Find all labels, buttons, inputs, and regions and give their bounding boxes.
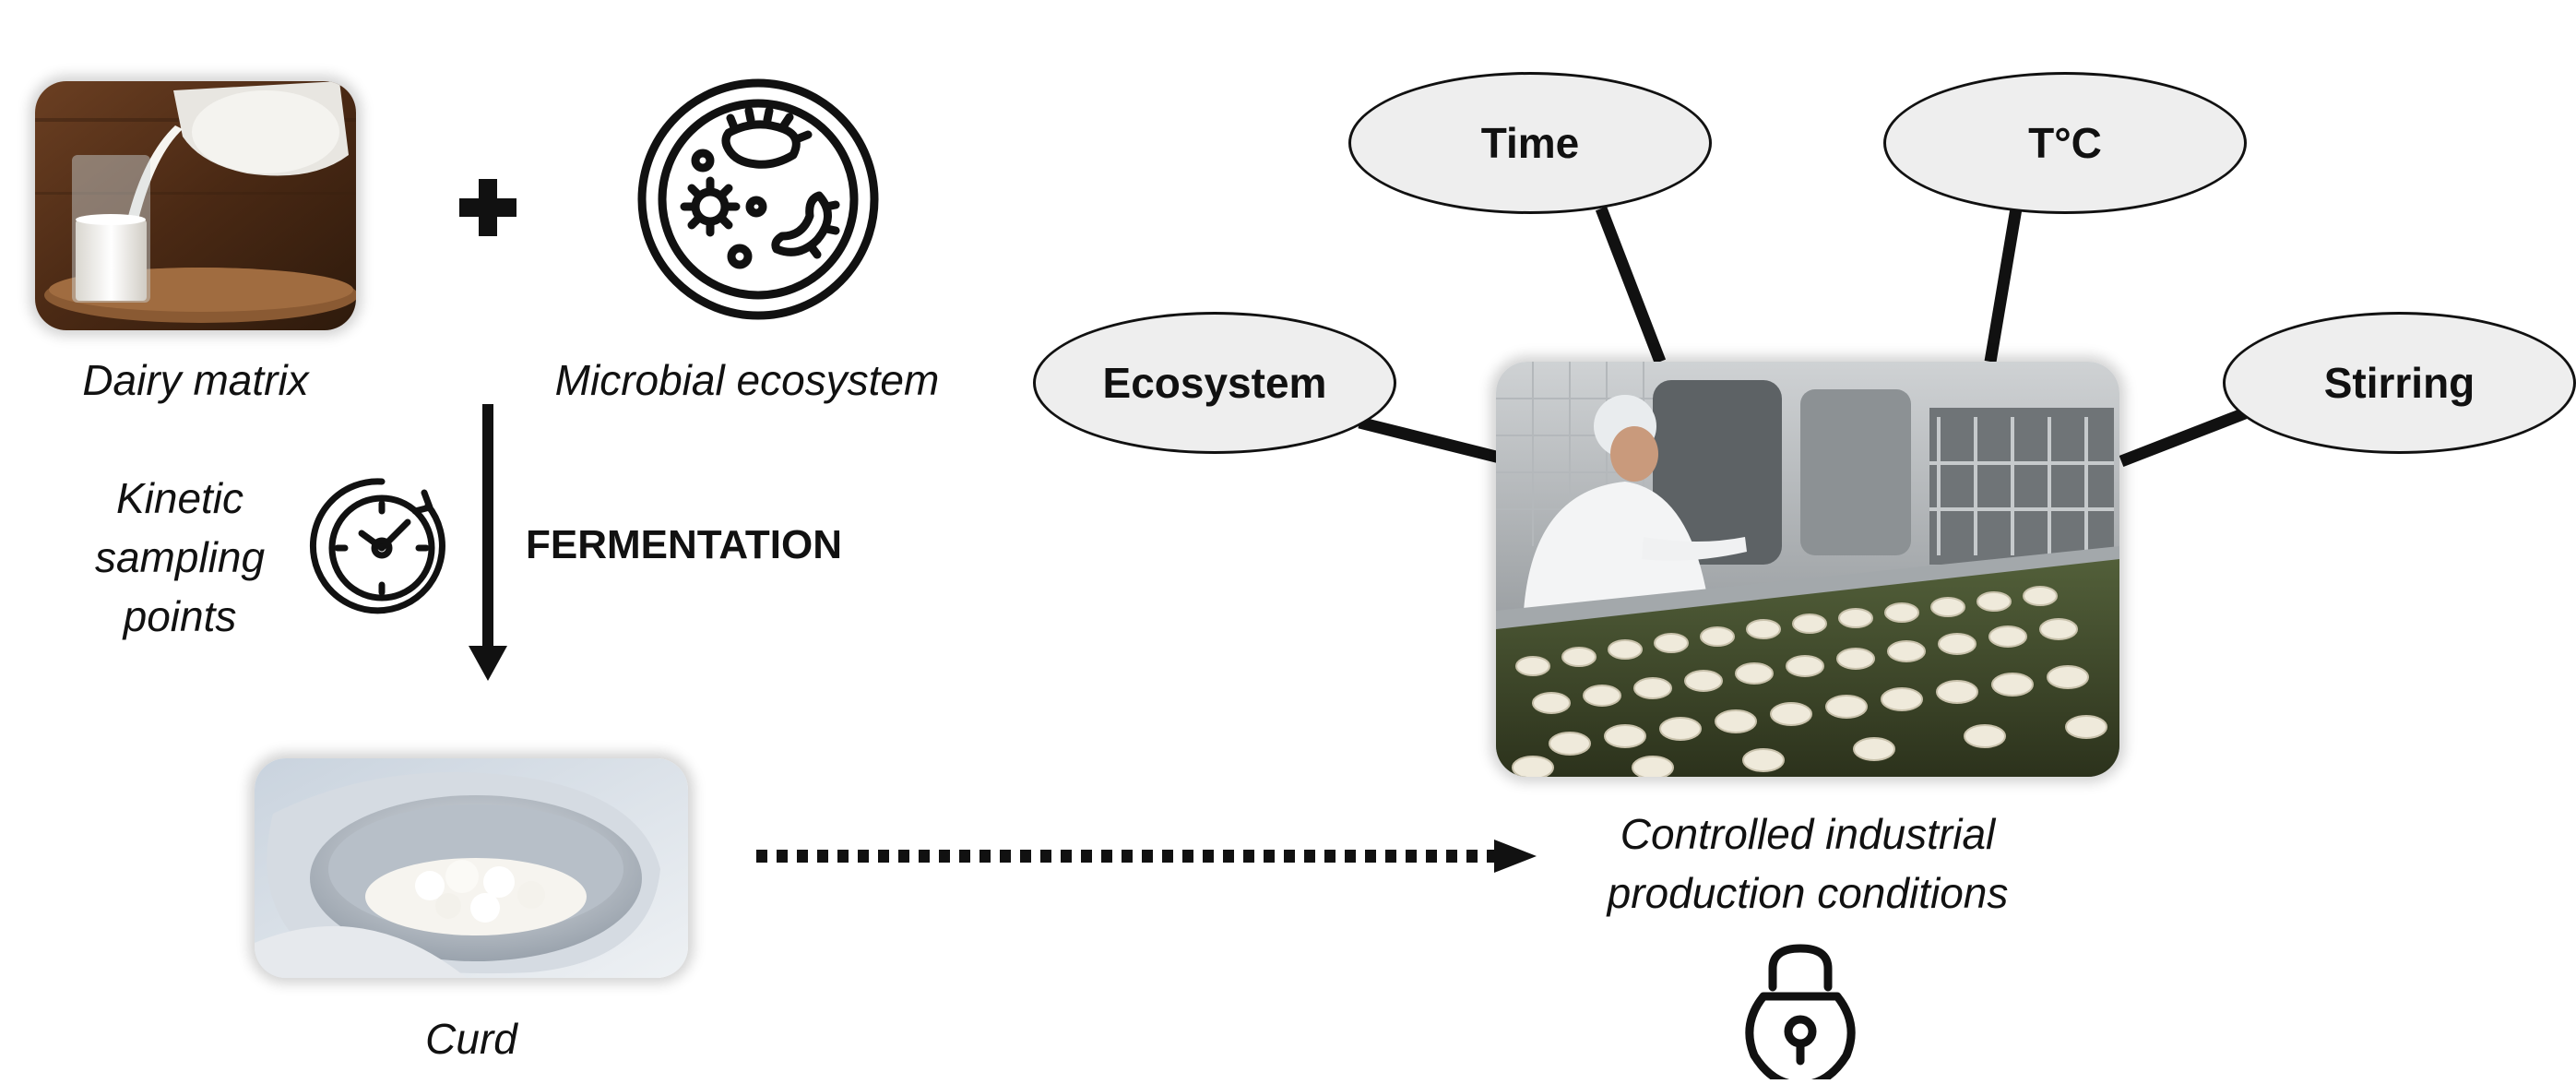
curd-photo — [255, 758, 688, 978]
industrial-production-photo — [1496, 362, 2119, 777]
factor-temperature: T°C — [1883, 72, 2247, 214]
dairy-matrix-label: Dairy matrix — [82, 356, 309, 404]
factor-time: Time — [1348, 72, 1712, 214]
kinetic-sampling-label: Kinetic sampling points — [65, 469, 295, 646]
dairy-matrix-photo — [35, 81, 356, 330]
stopwatch-icon — [308, 472, 456, 620]
dotted-arrow — [756, 836, 1540, 876]
fermentation-label: FERMENTATION — [526, 522, 842, 567]
industrial-caption: Controlled industrial production conditi… — [1494, 804, 2121, 923]
padlock-icon — [1736, 941, 1865, 1084]
kinetic-label-line2: sampling — [94, 533, 266, 581]
industrial-caption-line1: Controlled industrial — [1620, 810, 1996, 858]
industrial-caption-line2: production conditions — [1607, 869, 2009, 917]
factor-stirring: Stirring — [2223, 312, 2576, 454]
curd-label: Curd — [425, 1015, 517, 1063]
plus-icon — [456, 175, 520, 240]
microbe-petri-icon — [636, 77, 880, 321]
factor-ecosystem: Ecosystem — [1033, 312, 1396, 454]
kinetic-label-line1: Kinetic — [115, 474, 244, 522]
kinetic-label-line3: points — [123, 592, 237, 640]
fermentation-arrow — [465, 404, 511, 683]
microbial-ecosystem-label: Microbial ecosystem — [554, 356, 940, 404]
